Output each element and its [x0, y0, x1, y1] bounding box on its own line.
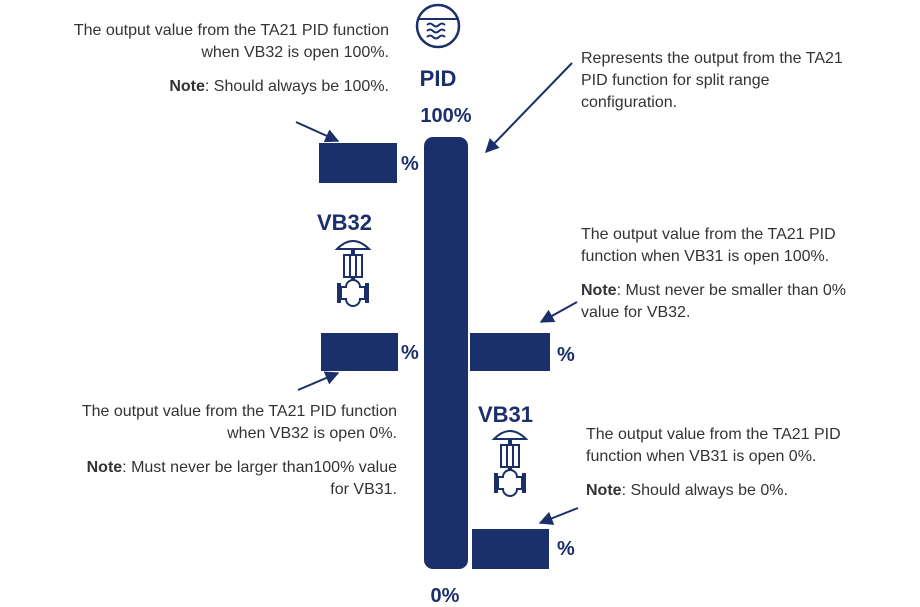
annotation-line: The output value from the TA21 PID — [586, 426, 841, 443]
annotation-line: The output value from the TA21 PID — [581, 226, 836, 243]
annotation-vb32-open-0: The output value from the TA21 PID funct… — [0, 401, 397, 501]
note-text: : Should always be 100%. — [204, 78, 389, 95]
annotation-line: Represents the output from the TA21 — [581, 50, 843, 67]
arrow-pid-output — [485, 62, 573, 154]
vb32-open-100-unit: % — [401, 153, 419, 175]
vb32-open-0-unit: % — [401, 342, 419, 364]
arrow-vb31-0 — [538, 507, 579, 525]
vb31-open-100-unit: % — [557, 344, 575, 366]
arrow-vb32-0 — [297, 371, 340, 391]
annotation-note: Note: Should always be 0%. — [586, 480, 916, 502]
annotation-note: Note: Should always be 100%. — [0, 76, 389, 98]
vb31-open-0-unit: % — [557, 538, 575, 560]
annotation-note: Note: Must never be smaller than 0% — [581, 280, 911, 302]
note-label: Note — [586, 482, 622, 499]
annotation-vb31-open-0: The output value from the TA21 PID funct… — [586, 424, 916, 502]
annotation-line: The output value from the TA21 PID funct… — [73, 22, 389, 39]
annotation-line: when VB32 is open 0%. — [227, 425, 397, 442]
vb31-valve-icon — [491, 430, 529, 497]
annotation-line: function when VB31 is open 100%. — [581, 248, 830, 265]
note-text: : Must never be larger than100% value — [122, 459, 397, 476]
vb32-open-0-value-box — [321, 333, 398, 371]
note-label: Note — [86, 459, 123, 476]
pid-top-percent: 100% — [420, 105, 472, 127]
annotation-vb31-open-100: The output value from the TA21 PID funct… — [581, 224, 911, 324]
annotation-line: for VB31. — [330, 481, 397, 498]
pid-bottom-percent: 0% — [430, 585, 460, 607]
annotation-line: PID function for split range — [581, 72, 770, 89]
arrow-vb32-100 — [295, 121, 340, 143]
vb32-label: VB32 — [317, 210, 373, 235]
note-text: : Should always be 0%. — [621, 482, 788, 499]
vb31-label: VB31 — [478, 402, 534, 427]
note-text: : Must never be smaller than 0% — [616, 282, 846, 299]
annotation-vb32-open-100: The output value from the TA21 PID funct… — [0, 20, 389, 98]
annotation-line: value for VB32. — [581, 304, 691, 321]
pid-output-bar — [424, 137, 468, 569]
water-level-icon — [415, 3, 461, 49]
annotation-line: function when VB31 is open 0%. — [586, 448, 817, 465]
pid-label: PID — [419, 66, 457, 91]
arrow-vb31-100 — [539, 301, 578, 323]
vb32-open-100-value-box — [319, 143, 397, 183]
note-label: Note — [581, 282, 617, 299]
vb31-open-100-value-box — [470, 333, 550, 371]
annotation-line: The output value from the TA21 PID funct… — [81, 403, 397, 420]
annotation-line: when VB32 is open 100%. — [201, 44, 389, 61]
vb31-open-0-value-box — [472, 529, 549, 569]
annotation-line: configuration. — [581, 94, 678, 111]
vb32-valve-icon — [334, 240, 372, 307]
annotation-note: Note: Must never be larger than100% valu… — [0, 457, 397, 479]
annotation-pid-output: Represents the output from the TA21 PID … — [581, 48, 911, 114]
note-label: Note — [169, 78, 205, 95]
